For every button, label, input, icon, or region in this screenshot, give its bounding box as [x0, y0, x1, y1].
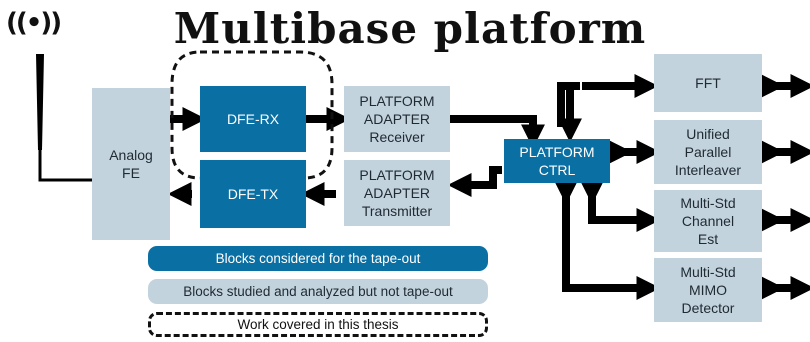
diagram-title: Multibase platform	[173, 4, 647, 53]
arrow-adapter-rx-to-ctrl	[450, 115, 545, 149]
legend-thesis-work: Work covered in this thesis	[148, 312, 488, 337]
analog-fe-block: Analog FE	[92, 88, 170, 240]
legend-studied: Blocks studied and analyzed but not tape…	[148, 279, 488, 304]
multi-std-channel-est-block: Multi-Std Channel Est	[654, 190, 762, 252]
platform-adapter-receiver-block: PLATFORM ADAPTER Receiver	[344, 86, 450, 152]
dfe-tx-block: DFE-TX	[200, 160, 306, 228]
antenna-mast	[36, 54, 92, 182]
antenna-icon: ((•))	[6, 8, 62, 38]
arrow-ctrl-to-mimo	[554, 180, 661, 300]
multi-std-mimo-detector-block: Multi-Std MIMO Detector	[654, 258, 762, 322]
dfe-rx-block: DFE-RX	[200, 86, 306, 152]
platform-ctrl-block: PLATFORM CTRL	[504, 139, 610, 183]
unified-parallel-interleaver-block: Unified Parallel Interleaver	[654, 120, 762, 184]
fft-block: FFT	[654, 54, 762, 112]
arrow-ctrl-to-channel-est	[580, 180, 661, 232]
arrow-ctrl-to-adapter-tx	[447, 166, 502, 197]
platform-adapter-transmitter-block: PLATFORM ADAPTER Transmitter	[344, 160, 450, 226]
legend-tape-out: Blocks considered for the tape-out	[148, 246, 488, 271]
thesis-boundary	[170, 50, 334, 180]
arrow-fft-to-ctrl	[558, 82, 582, 143]
